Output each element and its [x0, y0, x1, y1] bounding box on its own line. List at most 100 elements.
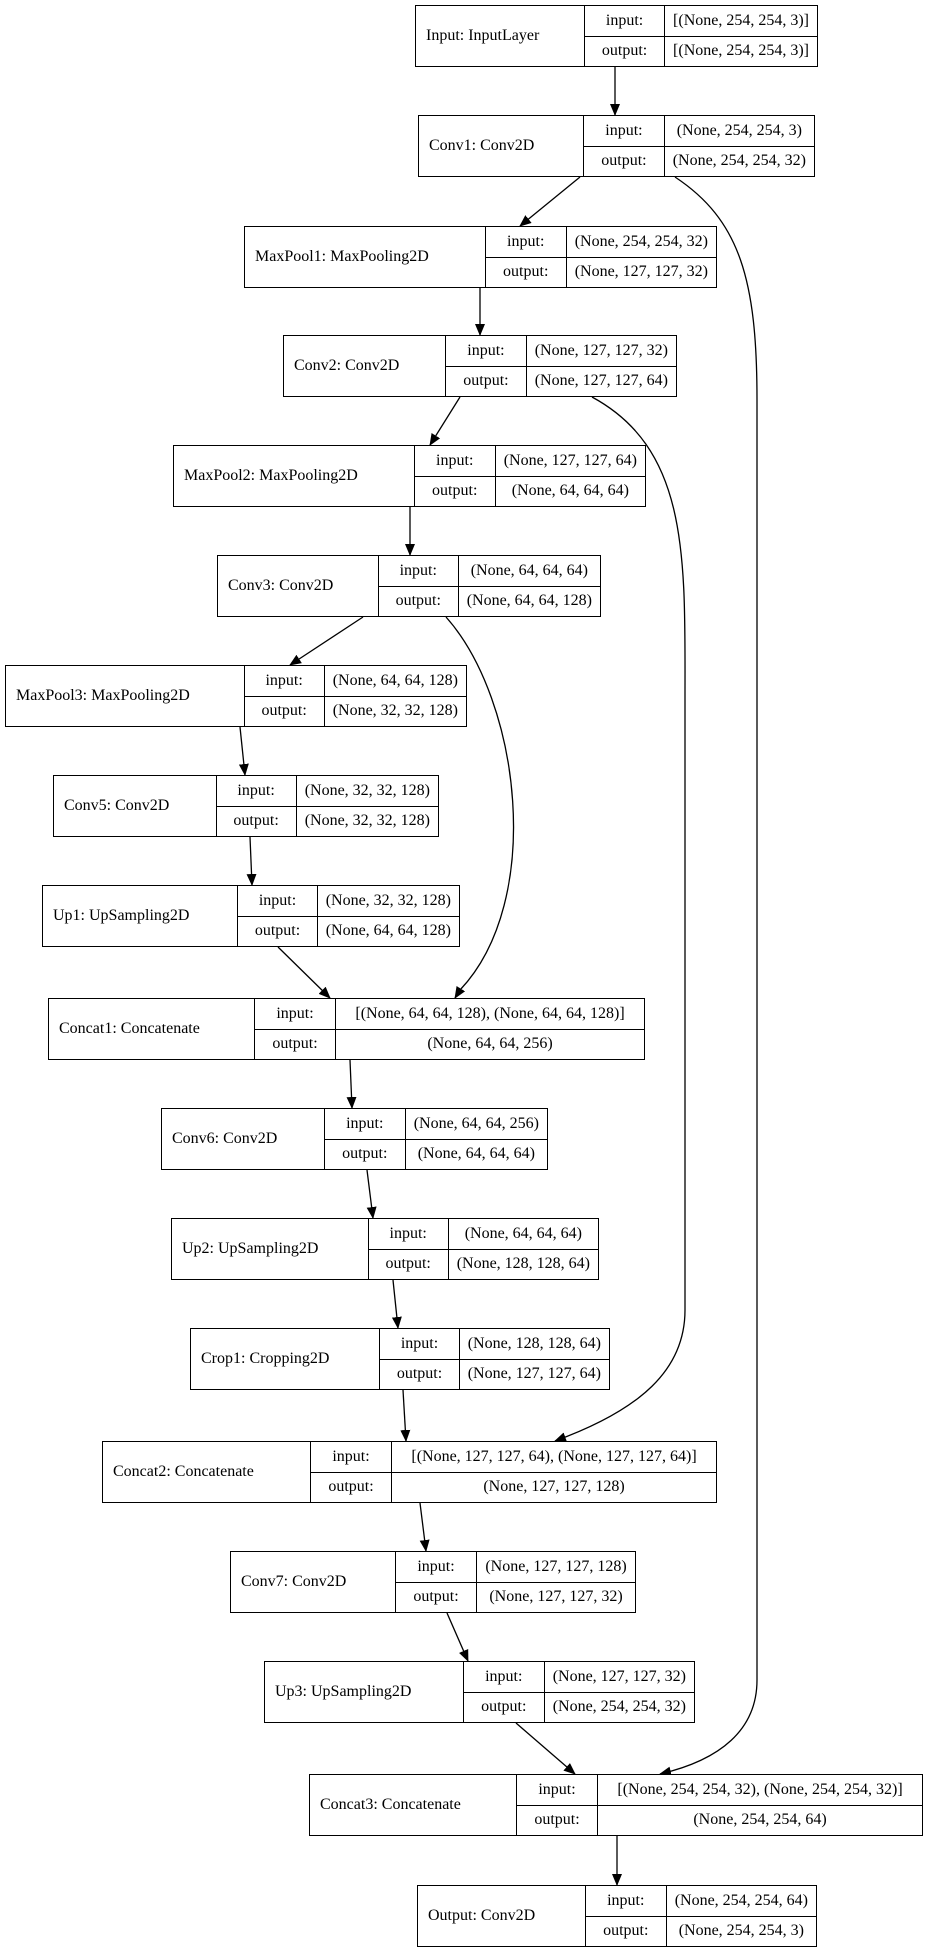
port-labels: input: output: [585, 6, 666, 66]
port-labels: input:output: [396, 1552, 477, 1612]
output-shape: (None, 64, 64, 256) [427, 1035, 553, 1053]
node-title: MaxPool2: MaxPooling2D [174, 446, 415, 506]
port-labels: input: output: [485, 227, 567, 287]
node-title: Conv7: Conv2D [231, 1552, 396, 1612]
output-shape: (None, 127, 127, 64) [467, 1365, 601, 1383]
output-label: output: [503, 263, 549, 281]
input-label: input: [244, 666, 324, 697]
output-label: output: [601, 42, 648, 60]
output-shape: (None, 64, 64, 128) [325, 922, 451, 940]
input-label: input: [368, 1219, 448, 1250]
node-title: Concat2: Concatenate [103, 1442, 311, 1502]
input-label: input: [485, 227, 566, 258]
node-title: Conv2: Conv2D [284, 336, 447, 396]
port-shapes: [(None, 254, 254, 3)][(None, 254, 254, 3… [665, 6, 817, 66]
port-shapes: [(None, 254, 254, 32), (None, 254, 254, … [598, 1775, 922, 1835]
input-shape: (None, 127, 127, 32) [526, 336, 676, 367]
node-title: MaxPool3: MaxPooling2D [6, 666, 245, 726]
output-shape: (None, 32, 32, 128) [332, 702, 458, 720]
output-label: output: [603, 1922, 649, 1940]
edge-conv3-to-concat1 [445, 616, 515, 999]
output-label: output: [272, 1035, 318, 1053]
input-shape: (None, 254, 254, 64) [666, 1886, 816, 1917]
edge-up1-to-concat1 [277, 946, 331, 999]
port-shapes: (None, 127, 127, 32) (None, 254, 254, 32) [544, 1662, 694, 1722]
output-shape: (None, 254, 254, 32) [552, 1698, 686, 1716]
edge-up3-to-concat3 [515, 1722, 576, 1775]
port-shapes: (None, 127, 127, 64) (None, 64, 64, 64) [495, 446, 645, 506]
input-label: input: [585, 6, 665, 37]
node-title: Output: Conv2D [418, 1886, 586, 1946]
input-label: input: [517, 1775, 597, 1806]
input-shape: [(None, 64, 64, 128), (None, 64, 64, 128… [336, 999, 644, 1030]
port-shapes: (None, 254, 254, 32)(None, 127, 127, 32) [566, 227, 716, 287]
input-shape: (None, 127, 127, 32) [544, 1662, 694, 1693]
edge-conv5-to-up1 [246, 836, 257, 886]
input-shape: (None, 254, 254, 32) [566, 227, 716, 258]
edge-conv2-to-concat2 [554, 396, 686, 1442]
edge-maxpool3-to-conv5 [238, 726, 249, 776]
output-label: output: [601, 152, 647, 170]
input-label: input: [324, 1109, 405, 1140]
input-shape: (None, 64, 64, 64) [448, 1219, 598, 1250]
edge-crop1-to-concat2 [400, 1389, 411, 1442]
output-label: output: [534, 1811, 580, 1829]
edge-up2-to-crop1 [391, 1279, 402, 1329]
input-shape: (None, 64, 64, 64) [458, 556, 600, 587]
output-label: output: [261, 702, 307, 720]
node-title: MaxPool1: MaxPooling2D [245, 227, 486, 287]
output-shape: (None, 64, 64, 128) [466, 592, 592, 610]
input-label: input: [585, 1886, 666, 1917]
output-label: output: [385, 1255, 431, 1273]
edge-conv1-to-concat3 [659, 176, 758, 1777]
port-shapes: (None, 127, 127, 32) (None, 127, 127, 64) [526, 336, 676, 396]
output-shape: (None, 127, 127, 64) [534, 372, 668, 390]
input-label: input: [414, 446, 495, 477]
port-shapes: (None, 32, 32, 128)(None, 64, 64, 128) [317, 886, 459, 946]
output-shape: (None, 127, 127, 128) [483, 1478, 625, 1496]
port-shapes: (None, 127, 127, 128)(None, 127, 127, 32… [477, 1552, 635, 1612]
node-title: Up2: UpSampling2D [172, 1219, 369, 1279]
port-shapes: (None, 128, 128, 64) (None, 127, 127, 64) [459, 1329, 609, 1389]
edge-conv2-to-maxpool2 [429, 396, 461, 446]
input-label: input: [446, 336, 526, 367]
port-labels: input: output: [414, 446, 496, 506]
output-label: output: [463, 372, 509, 390]
node-title: Conv5: Conv2D [54, 776, 217, 836]
output-shape: (None, 254, 254, 3) [678, 1922, 804, 1940]
input-label: input: [396, 1552, 476, 1583]
input-shape: [(None, 254, 254, 32), (None, 254, 254, … [598, 1775, 922, 1806]
input-label: input: [255, 999, 335, 1030]
node-title: Input: InputLayer [416, 6, 586, 66]
output-label: output: [432, 482, 478, 500]
output-shape: (None, 64, 64, 64) [511, 482, 629, 500]
port-shapes: (None, 254, 254, 3)(None, 254, 254, 32) [664, 116, 814, 176]
port-labels: input: output: [255, 999, 336, 1059]
edge-conv3-to-maxpool3 [289, 616, 364, 666]
port-labels: input: output: [368, 1219, 449, 1279]
port-labels: input:output: [378, 556, 459, 616]
input-shape: (None, 128, 128, 64) [459, 1329, 609, 1360]
input-label: input: [238, 886, 317, 917]
input-shape: (None, 127, 127, 128) [477, 1552, 635, 1583]
output-shape: (None, 254, 254, 64) [693, 1811, 827, 1829]
input-shape: (None, 32, 32, 128) [296, 776, 438, 807]
input-shape: (None, 127, 127, 64) [495, 446, 645, 477]
input-label: input: [216, 776, 296, 807]
output-shape: (None, 64, 64, 64) [417, 1145, 535, 1163]
port-shapes: (None, 64, 64, 256)(None, 64, 64, 64) [405, 1109, 547, 1169]
input-label: input: [311, 1442, 391, 1473]
